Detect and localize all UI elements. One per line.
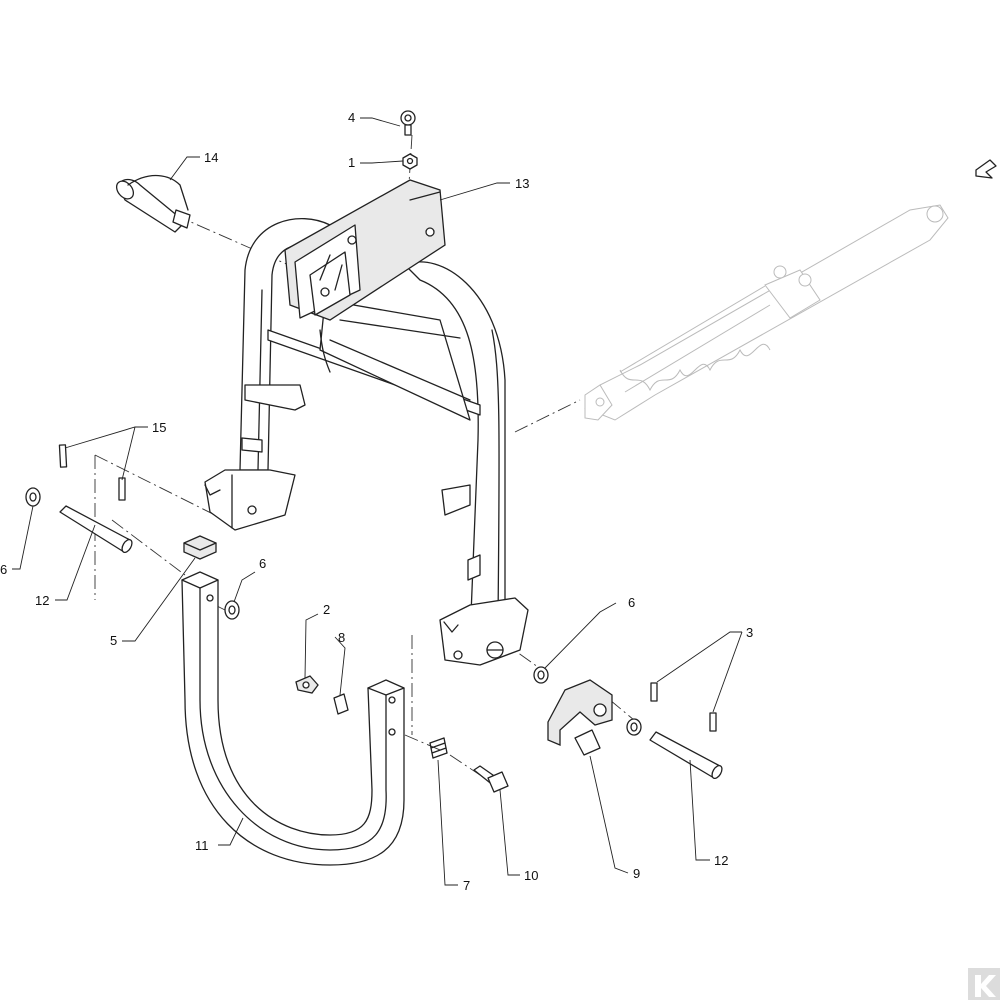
callout-10: 10 — [524, 868, 538, 883]
washer-middle-part — [224, 600, 240, 620]
callout-12-left: 12 — [35, 593, 49, 608]
pawl-part — [295, 675, 319, 694]
callout-labels: 1 2 3 4 5 6 6 6 7 8 9 10 11 12 12 13 14 … — [0, 110, 753, 893]
pin-left-part — [59, 505, 133, 554]
callout-5: 5 — [110, 633, 117, 648]
tube-cap-part — [183, 535, 217, 560]
brand-logo-icon — [968, 968, 1000, 1000]
nut-part — [402, 153, 418, 170]
callout-8: 8 — [338, 630, 345, 645]
eye-bolt-part — [400, 110, 416, 136]
spring-part — [429, 737, 448, 759]
callout-7: 7 — [463, 878, 470, 893]
arrow-icon — [975, 159, 997, 179]
callout-12-right: 12 — [714, 853, 728, 868]
bush-part — [333, 693, 349, 715]
callout-13: 13 — [515, 176, 529, 191]
callout-2: 2 — [323, 602, 330, 617]
callout-11: 11 — [195, 838, 209, 853]
lever-part — [547, 679, 613, 756]
washer-right-part — [533, 666, 642, 736]
callout-6-right: 6 — [628, 595, 635, 610]
callout-6-left: 6 — [0, 562, 7, 577]
callout-3: 3 — [746, 625, 753, 640]
dowel-pins-right-part — [650, 682, 717, 732]
leader-lines — [12, 117, 743, 886]
dowel-pins-part — [58, 444, 126, 501]
callout-4: 4 — [348, 110, 355, 125]
plunger-part — [473, 765, 509, 793]
lynch-pin-part — [115, 174, 191, 233]
pin-right-part — [649, 731, 723, 780]
callout-1: 1 — [348, 155, 355, 170]
washer-left-part — [25, 487, 41, 507]
ghost-spring-assembly — [584, 204, 949, 421]
callout-14: 14 — [204, 150, 218, 165]
u-handle-part — [181, 571, 405, 866]
main-frame-part — [204, 179, 529, 666]
callout-15: 15 — [152, 420, 166, 435]
callout-9: 9 — [633, 866, 640, 881]
callout-6-middle: 6 — [259, 556, 266, 571]
